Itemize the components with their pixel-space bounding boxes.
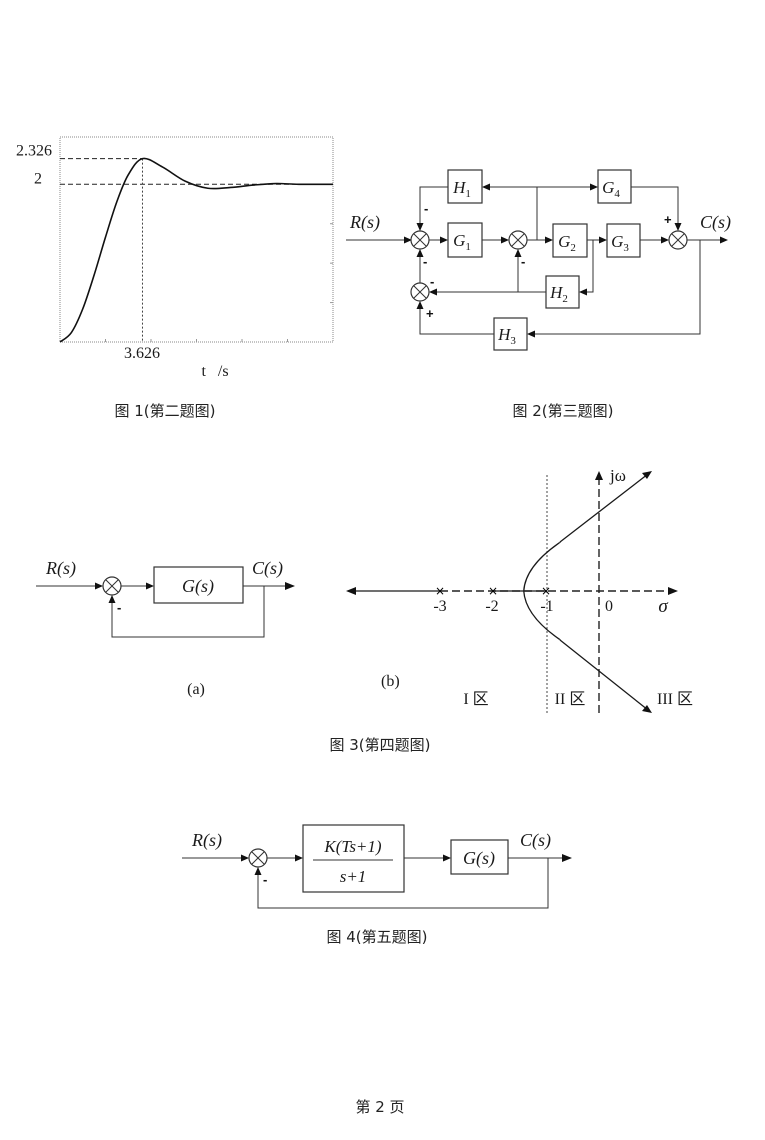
figure4-caption: 图 4(第五题图) xyxy=(326,928,427,946)
block-G2: G2 xyxy=(552,223,588,258)
figure3a-block-diagram: R(s) G(s) C(s) - (a) xyxy=(36,558,295,698)
sign-sum1-top: - xyxy=(424,201,428,216)
pole-marker: × xyxy=(541,584,551,598)
controller-denominator: s+1 xyxy=(340,867,367,886)
feedback-sign: - xyxy=(117,600,121,615)
region-III-label: III 区 xyxy=(657,691,693,708)
figure2-block-diagram: R(s) G1 H1 - G4 xyxy=(346,169,731,420)
sigma-label: σ xyxy=(658,596,668,617)
svg-text:G(s): G(s) xyxy=(182,576,214,597)
summing-junction-2 xyxy=(508,230,528,250)
figure3b-root-locus: × × × -3 -2 -1 0 σ jω (b) I 区 II 区 III 区 xyxy=(346,466,693,713)
open-loop-poles: × × × xyxy=(435,584,551,598)
block-H2: H2 xyxy=(545,275,580,309)
input-label: R(s) xyxy=(349,212,380,233)
figure3-caption: 图 3(第四题图) xyxy=(329,736,430,754)
summing-junction-4 xyxy=(410,282,430,302)
output-label: C(s) xyxy=(252,558,283,579)
tick-label: 0 xyxy=(605,598,613,615)
page-number: 第 2 页 xyxy=(355,1098,404,1116)
pole-marker: × xyxy=(488,584,498,598)
region-II-label: II 区 xyxy=(555,691,586,708)
tick-label: -3 xyxy=(433,598,446,615)
input-label: R(s) xyxy=(191,830,222,851)
svg-text:G4: G4 xyxy=(602,178,620,200)
block-G4: G4 xyxy=(597,169,632,204)
plant-block: G(s) xyxy=(450,839,509,875)
figure2-caption: 图 2(第三题图) xyxy=(512,402,613,420)
sign-sum1-bottom: - xyxy=(423,254,427,269)
step-response-curve xyxy=(59,157,334,343)
svg-text:G1: G1 xyxy=(453,231,471,253)
imag-axis-arrow-icon xyxy=(595,471,603,480)
figure1-caption: 图 1(第二题图) xyxy=(114,402,215,420)
block-G1: G1 xyxy=(447,222,483,258)
tick-label: -1 xyxy=(540,598,553,615)
sign-sum4-bottom: + xyxy=(426,306,434,321)
steady-value-label: 2 xyxy=(34,171,42,188)
real-axis-arrow-icon xyxy=(668,587,678,595)
sign-sum2-bottom: - xyxy=(521,254,525,269)
svg-text:H1: H1 xyxy=(452,178,471,200)
block-G: G(s) xyxy=(153,566,244,604)
sign-sum3-top: + xyxy=(664,212,672,227)
figure4-block-diagram: R(s) K(Ts+1) s+1 G(s) C(s) - 图 4(第五题图) xyxy=(182,824,572,946)
controller-numerator: K(Ts+1) xyxy=(323,837,381,856)
sign-sum4-right: - xyxy=(430,274,434,289)
peak-time-label: 3.626 xyxy=(124,345,160,362)
summing-junction xyxy=(248,848,268,868)
x-axis-label: t /s xyxy=(201,363,228,380)
block-H1: H1 xyxy=(447,169,483,204)
svg-text:H2: H2 xyxy=(549,283,568,305)
region-I-label: I 区 xyxy=(463,691,488,708)
block-G3: G3 xyxy=(606,223,641,258)
block-H3: H3 xyxy=(493,317,528,351)
input-label: R(s) xyxy=(45,558,76,579)
svg-text:G3: G3 xyxy=(611,232,629,254)
summing-junction xyxy=(102,576,122,596)
locus-lower-arrow-icon xyxy=(642,705,652,713)
peak-value-label: 2.326 xyxy=(16,143,52,160)
jomega-label: jω xyxy=(609,466,626,485)
tick-label: -2 xyxy=(485,598,498,615)
feedback-sign: - xyxy=(263,872,267,887)
controller-block: K(Ts+1) s+1 xyxy=(302,824,405,893)
svg-text:G(s): G(s) xyxy=(463,848,495,869)
svg-text:H3: H3 xyxy=(497,325,516,347)
locus-left-arrow-icon xyxy=(346,587,356,595)
summing-junction-3 xyxy=(668,230,688,250)
summing-junction-1 xyxy=(410,230,430,250)
subfigure-a-label: (a) xyxy=(187,681,205,698)
pole-marker: × xyxy=(435,584,445,598)
subfigure-b-label: (b) xyxy=(381,673,400,690)
figure1-step-response-chart: 2.326 2 3.626 t /s 图 1(第二题图) xyxy=(16,136,334,420)
svg-text:G2: G2 xyxy=(558,232,576,254)
chart-ticks xyxy=(105,223,333,342)
chart-frame xyxy=(59,136,334,343)
output-label: C(s) xyxy=(520,830,551,851)
locus-upper-arrow-icon xyxy=(642,471,652,479)
output-label: C(s) xyxy=(700,212,731,233)
locus-complex-branches xyxy=(523,473,649,711)
